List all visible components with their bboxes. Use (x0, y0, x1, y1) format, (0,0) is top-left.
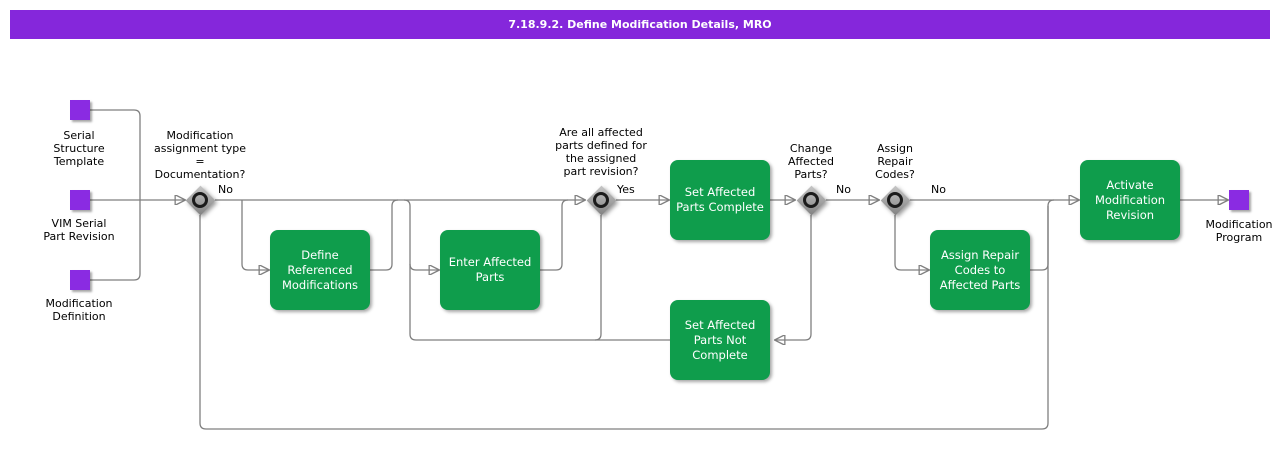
gateway-circle-icon (192, 192, 208, 208)
branch-label-no-2: No (836, 183, 851, 196)
artifact-vim-serial-part-revision[interactable] (70, 190, 90, 210)
task-define-referenced-modifications[interactable]: Define Referenced Modifications (270, 230, 370, 310)
task-set-affected-parts-complete[interactable]: Set Affected Parts Complete (670, 160, 770, 240)
flow-line-assign-repair-out (1030, 199, 1055, 271)
flow-line-artifact-merge (90, 109, 141, 281)
branch-label-no-1: No (218, 183, 233, 196)
flow-line-to-set-not-complete (775, 215, 812, 340)
task-enter-affected-parts[interactable]: Enter Affected Parts (440, 230, 540, 310)
artifact-label-vim-serial-part-revision: VIM Serial Part Revision (43, 217, 115, 243)
header-bar: 7.18.9.2. Define Modification Details, M… (10, 10, 1270, 39)
artifact-serial-structure-template[interactable] (70, 100, 90, 120)
flow-line-to-enter-affected (409, 263, 439, 270)
flow-line-gateway2-down (594, 215, 602, 341)
flow-line-documentation-loop (199, 206, 1049, 430)
flow-line-define-out (370, 199, 399, 271)
flow-line-to-define-referenced (241, 200, 269, 270)
flow-line-return-run (403, 199, 670, 341)
artifact-label-modification-definition: Modification Definition (45, 297, 113, 323)
artifact-modification-program[interactable] (1229, 190, 1249, 210)
gateway-question-affected-parts-defined: Are all affected parts defined for the a… (555, 126, 647, 178)
gateway-question-change-affected-parts: Change Affected Parts? (788, 142, 834, 181)
task-set-affected-parts-not-complete[interactable]: Set Affected Parts Not Complete (670, 300, 770, 380)
gateway-change-affected-parts (796, 185, 826, 215)
branch-label-no-3: No (931, 183, 946, 196)
task-activate-modification-revision[interactable]: Activate Modification Revision (1080, 160, 1180, 240)
page-title: 7.18.9.2. Define Modification Details, M… (508, 18, 772, 31)
gateway-circle-icon (593, 192, 609, 208)
gateway-modification-assignment-type (185, 185, 215, 215)
gateway-circle-icon (887, 192, 903, 208)
gateway-assign-repair-codes (880, 185, 910, 215)
flow-line-to-assign-repair (894, 215, 929, 270)
artifact-label-serial-structure-template: Serial Structure Template (53, 129, 105, 168)
artifact-modification-definition[interactable] (70, 270, 90, 290)
gateway-circle-icon (803, 192, 819, 208)
gateway-question-modification-assignment-type: Modification assignment type = Documenta… (153, 129, 247, 181)
flow-line-enter-out (540, 199, 569, 271)
gateway-affected-parts-defined (586, 185, 616, 215)
gateway-question-assign-repair-codes: Assign Repair Codes? (875, 142, 915, 181)
artifact-label-modification-program: Modification Program (1205, 218, 1273, 244)
task-assign-repair-codes-to-affected-parts[interactable]: Assign Repair Codes to Affected Parts (930, 230, 1030, 310)
branch-label-yes: Yes (617, 183, 635, 196)
